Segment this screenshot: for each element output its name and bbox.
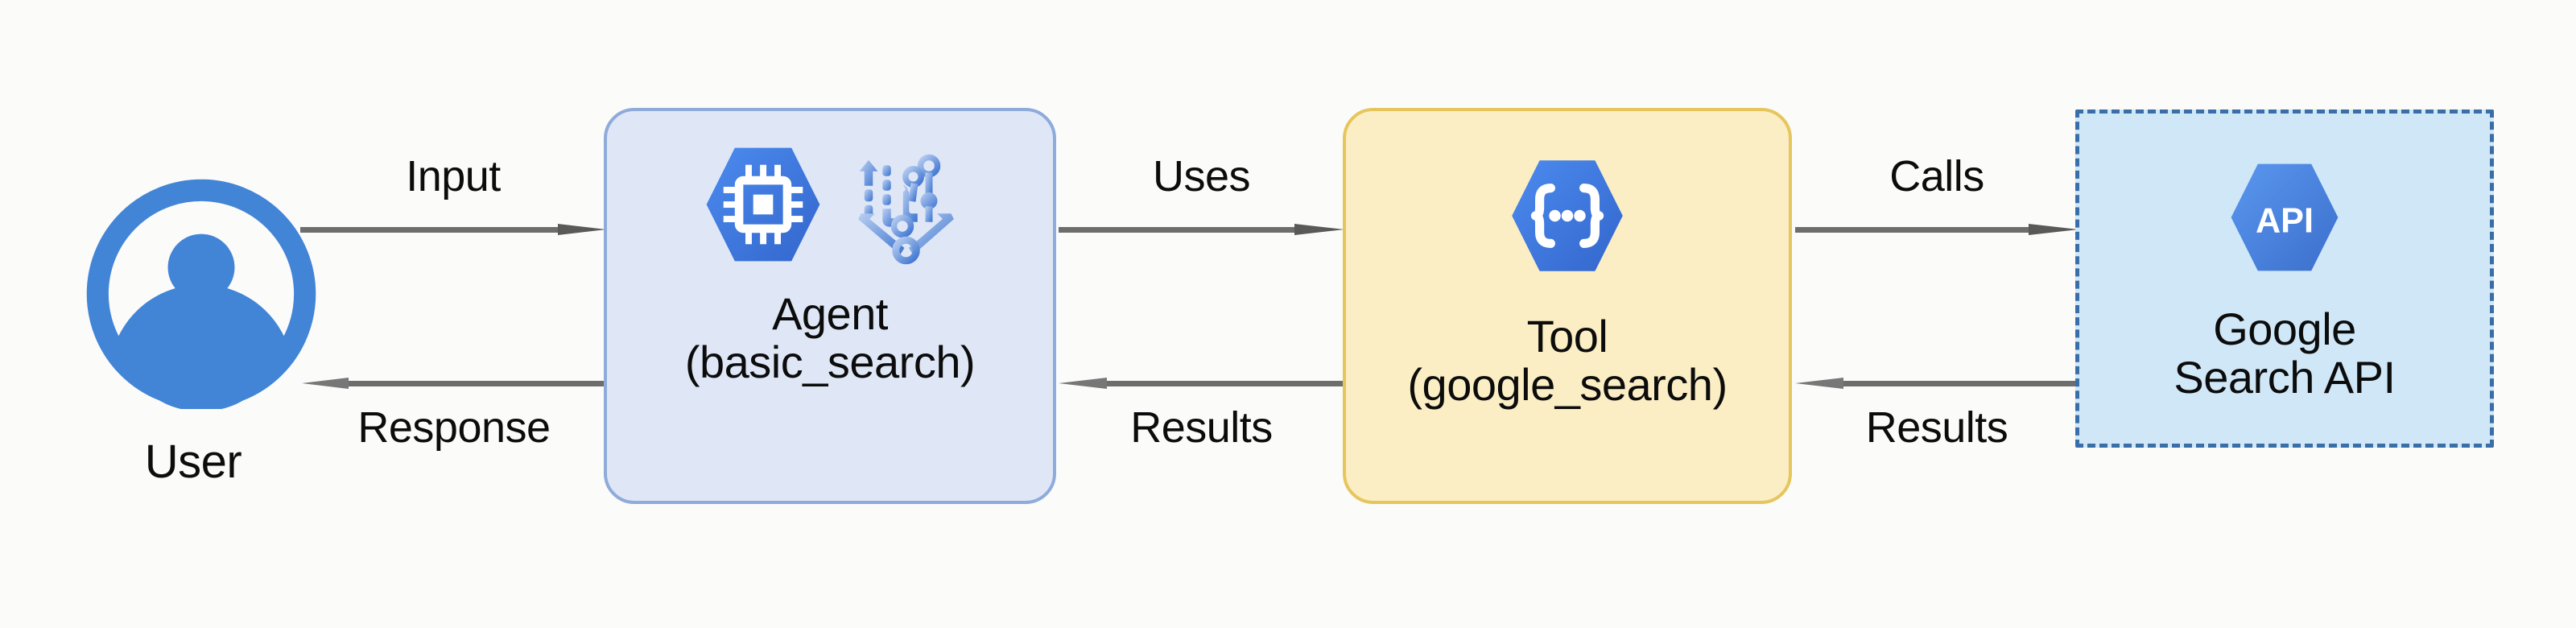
edge-arrow-response [302,378,606,389]
node-user[interactable]: User [48,169,338,507]
api-icon-text: API [2256,201,2314,240]
agent-orchestration-flow-icon [847,144,968,265]
agent-label: Agent (basic_search) [684,288,976,387]
edge-arrow-results-tool-agent [1059,378,1344,389]
edge-arrow-calls [1795,224,2079,235]
node-google-search-api[interactable]: API Google Search API [2075,109,2494,448]
user-avatar-icon [86,179,316,411]
tool-label: Tool (google_search) [1407,311,1728,410]
api-hexagon-icon: API [2218,151,2351,284]
google-search-api-label: Google Search API [2174,304,2396,403]
node-tool[interactable]: Tool (google_search) [1343,108,1792,504]
edge-arrow-uses [1059,224,1344,235]
edge-label-results-api-tool: Results [1865,403,2008,452]
edge-label-calls: Calls [1889,152,1984,200]
edge-label-response: Response [357,403,551,452]
edge-arrow-results-api-tool [1795,378,2079,389]
edge-arrow-input [300,224,606,235]
edge-label-input: Input [406,152,501,200]
edge-label-uses: Uses [1152,152,1251,200]
cpu-chip-hexagon-icon [692,134,834,275]
user-label: User [144,436,242,488]
agent-icon-row [692,134,968,275]
node-agent[interactable]: Agent (basic_search) [604,108,1056,504]
edge-label-results-tool-agent: Results [1130,403,1273,452]
code-brackets-hexagon-icon [1498,147,1637,285]
